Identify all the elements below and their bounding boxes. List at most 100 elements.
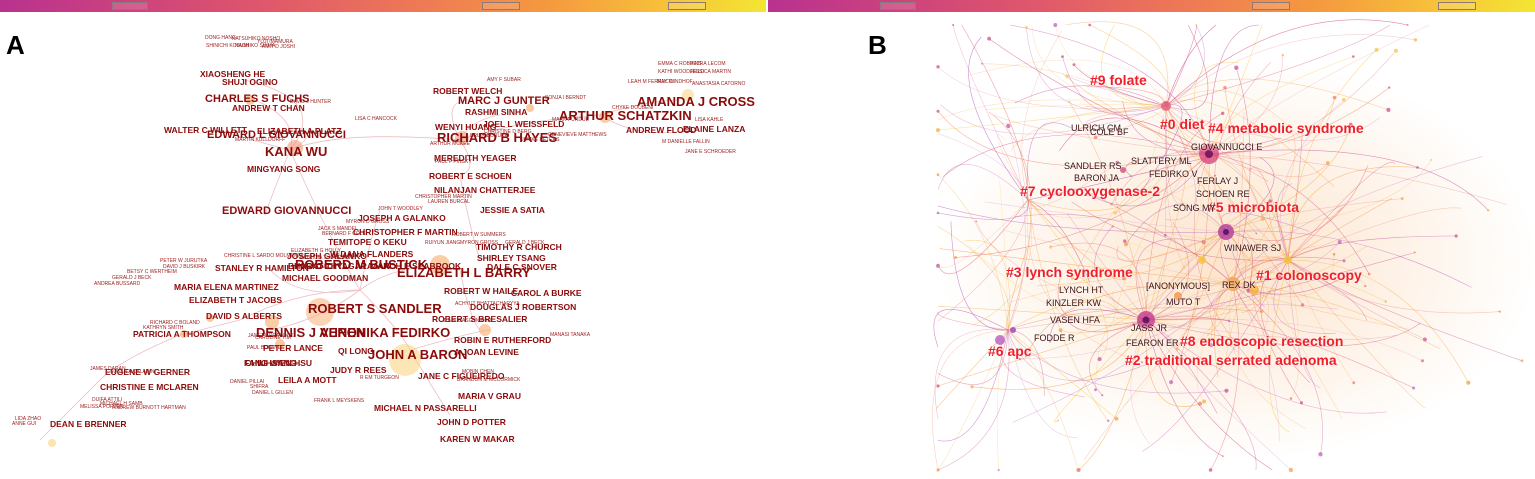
network-link [1232, 124, 1296, 285]
keyword-node [1214, 174, 1217, 177]
keyword-node [1299, 401, 1304, 405]
keyword-node [1394, 48, 1398, 53]
network-link [1165, 34, 1416, 107]
keyword-node [936, 109, 940, 113]
keyword-node [1122, 276, 1126, 281]
author-node-minor: JACK S MANDEL [318, 226, 358, 232]
network-link [1014, 85, 1167, 107]
author-node-minor: SONJA I BERNDT [545, 95, 587, 101]
network-link [1089, 319, 1147, 396]
cluster-label: #3 lynch syndrome [1006, 264, 1133, 280]
keyword-node [1198, 401, 1203, 406]
panel-b: B #9 folate#0 diet#4 met [768, 0, 1535, 479]
author-node-minor: MAY WINDHOF [657, 79, 693, 85]
keyword-node [1114, 416, 1119, 421]
network-link [937, 199, 1029, 268]
keyword-node [1049, 341, 1051, 343]
network-link [1232, 207, 1462, 285]
network-link [1007, 329, 1148, 381]
keyword-node [1169, 380, 1174, 385]
author-node-minor: SHINICHI KOSUMI [206, 43, 250, 49]
network-link [1050, 242, 1147, 321]
keyword-node [1289, 397, 1293, 400]
author-node-minor: GERALD J BECK [505, 240, 545, 246]
network-link [1145, 318, 1423, 362]
panel-letter-a: A [6, 30, 25, 60]
network-link [1208, 50, 1397, 155]
author-node-minor: GERALD J BECK [112, 275, 152, 281]
network-link [1031, 24, 1167, 107]
network-link [937, 99, 1167, 121]
network-link [1148, 105, 1167, 166]
keyword-node [1101, 394, 1104, 397]
author-node-minor: CHYKE DOUBENI [612, 105, 654, 111]
keyword-node [954, 256, 957, 259]
network-link [1026, 199, 1143, 363]
network-link [1083, 283, 1234, 461]
network-link [932, 329, 1009, 471]
author-node: STANLEY R HAMILTON [215, 263, 309, 273]
author-node-minor: BRIAN BORUCKI [470, 133, 510, 139]
network-link [1208, 24, 1430, 155]
author-node-minor: PATRICIA THOMPSON [300, 255, 353, 261]
keyword-node [1520, 359, 1524, 363]
author-node-major: KANA WU [265, 144, 328, 159]
node-circles [48, 89, 694, 447]
network-link [1248, 167, 1289, 261]
author-node: JOSEPH A GALANKO [358, 213, 446, 223]
network-link [968, 245, 1147, 323]
keyword-node [1163, 233, 1167, 237]
network-link [937, 306, 1147, 321]
author-node: ROBERT WELCH [433, 86, 503, 96]
author-node: CHRISTINE E MCLAREN [100, 382, 199, 392]
network-link [1232, 283, 1269, 361]
network-link [1208, 149, 1489, 211]
keyword-node [935, 128, 941, 133]
panel-a: A K [0, 0, 766, 479]
author-node-minor: KATHI WOODFIELD [658, 69, 705, 75]
network-link [1062, 56, 1167, 116]
cited-author-label: SANDLER RS [1064, 161, 1122, 171]
network-link [1207, 231, 1247, 337]
network-link [988, 111, 1032, 331]
cited-author-label: MUTO T [1166, 297, 1201, 307]
network-link [1225, 159, 1432, 233]
keyword-node [1094, 388, 1097, 392]
network-link [1287, 259, 1523, 362]
network-link [1136, 153, 1210, 344]
keyword-node [936, 211, 940, 215]
keyword-node [1097, 357, 1102, 362]
keyword-node [1287, 124, 1290, 126]
keyword-node [1123, 239, 1127, 243]
network-link [1063, 315, 1147, 333]
keyword-node [1342, 98, 1346, 102]
network-link [937, 329, 1010, 471]
network-link [1165, 105, 1196, 221]
network-link [937, 111, 1210, 167]
author-node-minor: M DANIELLE FALLIN [662, 139, 710, 145]
network-link [1287, 130, 1303, 261]
network-link [1208, 55, 1284, 155]
keyword-node [1348, 122, 1353, 127]
network-link [1165, 105, 1243, 144]
network-link [1130, 319, 1151, 445]
network-link [933, 309, 1009, 348]
network-link [1145, 319, 1273, 471]
author-node-minor: JIN S DONG [300, 264, 329, 270]
network-link [1287, 259, 1321, 389]
author-node-minor: JANET L PEACOCK [248, 333, 294, 339]
cited-author-label: FERLAY J [1197, 176, 1239, 186]
network-link [985, 103, 1167, 110]
author-node: DOUGLAS J ROBERTSON [470, 302, 577, 312]
timeline-slot [880, 2, 916, 10]
network-link [1211, 152, 1289, 261]
network-link [997, 134, 1029, 201]
network-link [1053, 319, 1147, 423]
author-node: JOHN D POTTER [437, 417, 506, 427]
keyword-node [936, 468, 940, 472]
author-node: TEMITOPE O KEKU [328, 237, 407, 247]
author-node-minor: LISA KAHLE [695, 117, 724, 123]
cluster-label: #4 metabolic syndrome [1208, 120, 1364, 136]
network-link [1259, 259, 1302, 403]
author-node-minor: SHIFRA [250, 384, 269, 390]
